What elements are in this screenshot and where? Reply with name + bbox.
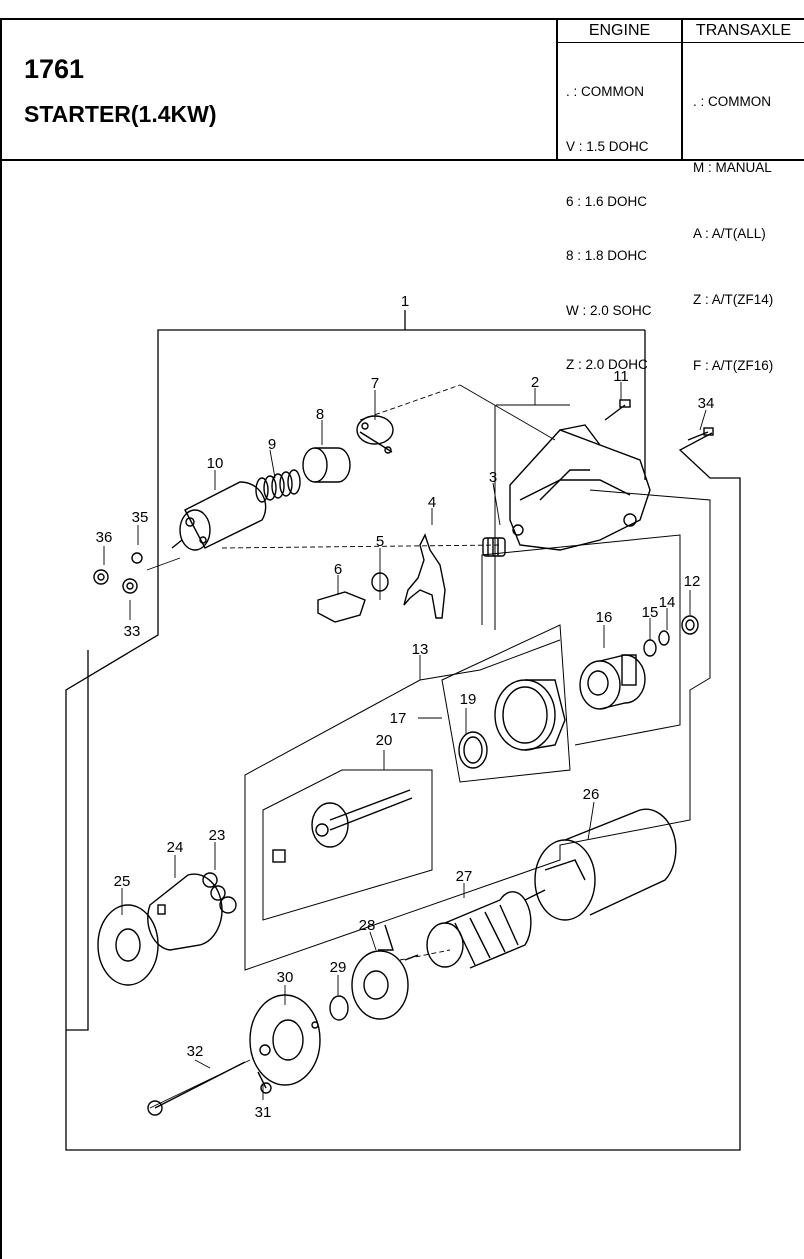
callout-20: 20 <box>376 732 393 749</box>
plate-7 <box>356 415 394 454</box>
callout-7: 7 <box>371 375 379 392</box>
callout-14: 14 <box>659 594 676 611</box>
clutch-16 <box>579 654 646 710</box>
callout-33: 33 <box>124 623 141 640</box>
callout-31: 31 <box>255 1104 272 1121</box>
lever-4 <box>403 533 446 619</box>
transaxle-option: Z : A/T(ZF14) <box>693 292 774 307</box>
engine-option: Z : 2.0 DOHC <box>566 357 648 373</box>
bolt-34 <box>687 427 714 441</box>
callout-28: 28 <box>359 917 376 934</box>
shaft-20 <box>272 789 413 863</box>
callout-numbers: 1 2 3 4 5 6 7 8 9 10 11 12 13 14 15 16 1… <box>96 293 715 1121</box>
callout-5: 5 <box>376 533 384 550</box>
callout-4: 4 <box>428 494 436 511</box>
callout-34: 34 <box>698 395 715 412</box>
callout-10: 10 <box>207 455 224 472</box>
callout-35: 35 <box>132 509 149 526</box>
engine-heading: ENGINE <box>588 22 651 39</box>
transaxle-column-border <box>681 18 683 161</box>
engine-column-border <box>556 18 558 161</box>
engine-option: 8 : 1.8 DOHC <box>566 248 648 264</box>
rings-14-15-12 <box>643 615 699 657</box>
callout-11: 11 <box>613 368 629 385</box>
callout-32: 32 <box>187 1043 204 1060</box>
planet-gears-23 <box>202 872 237 914</box>
callout-1: 1 <box>401 293 409 310</box>
callout-26: 26 <box>583 786 600 803</box>
callout-2: 2 <box>531 374 539 391</box>
callout-6: 6 <box>334 561 342 578</box>
holder-6 <box>317 591 366 623</box>
assembly-outline <box>65 310 741 1151</box>
callout-29: 29 <box>330 959 347 976</box>
nuts-33-35-36 <box>93 552 143 594</box>
callout-15: 15 <box>642 604 659 621</box>
callout-25: 25 <box>114 873 131 890</box>
sub-assembly-outlines <box>244 404 711 971</box>
column-header-rule <box>556 42 804 43</box>
transaxle-option: F : A/T(ZF16) <box>693 358 774 373</box>
end-frame-30 <box>249 994 321 1086</box>
engine-option: 6 : 1.6 DOHC <box>566 193 648 209</box>
page-title: STARTER(1.4KW) <box>24 101 217 127</box>
bolts-31-32 <box>147 1061 272 1116</box>
callout-24: 24 <box>167 839 184 856</box>
callout-16: 16 <box>596 609 613 626</box>
pinion-spring <box>482 537 506 557</box>
header-bottom-rule <box>0 159 804 161</box>
header-top-rule <box>0 18 804 20</box>
starter-parts <box>93 399 714 1116</box>
callout-17: 17 <box>390 710 407 727</box>
cover-25 <box>97 904 159 986</box>
callout-9: 9 <box>268 436 276 453</box>
gear-housing <box>509 424 651 551</box>
bolt-11 <box>604 399 631 421</box>
callout-27: 27 <box>456 868 473 885</box>
transaxle-option: . : COMMON <box>693 94 771 109</box>
catalog-code: 1761 <box>24 54 85 84</box>
transaxle-legend: . : COMMON M : MANUAL A : A/T(ALL) Z : A… <box>693 47 773 421</box>
transaxle-heading: TRANSAXLE <box>695 22 792 39</box>
callout-8: 8 <box>316 406 324 423</box>
callout-23: 23 <box>209 827 226 844</box>
callout-13: 13 <box>412 641 429 658</box>
callout-19: 19 <box>460 691 477 708</box>
gear-19-17 <box>458 679 566 769</box>
transaxle-option: M : MANUAL <box>693 160 772 175</box>
yoke-26 <box>534 808 677 921</box>
ring-24 <box>147 873 223 951</box>
washer-5 <box>371 572 389 592</box>
transaxle-option: A : A/T(ALL) <box>693 226 766 241</box>
callout-30: 30 <box>277 969 294 986</box>
engine-option: V : 1.5 DOHC <box>566 139 649 155</box>
plunger-8 <box>302 447 351 483</box>
armature-27 <box>404 889 546 969</box>
solenoid-10 <box>171 481 267 551</box>
callout-12: 12 <box>684 573 701 590</box>
brush-holder-28-29 <box>329 924 409 1021</box>
engine-legend: . : COMMON V : 1.5 DOHC 6 : 1.6 DOHC 8 :… <box>566 47 652 411</box>
starter-exploded-diagram: 1 2 3 4 5 6 7 8 9 10 11 12 13 14 15 16 1… <box>65 293 741 1151</box>
engine-option: W : 2.0 SOHC <box>566 302 652 318</box>
callout-3: 3 <box>489 469 497 486</box>
spring-9 <box>255 469 301 503</box>
callout-36: 36 <box>96 529 113 546</box>
page-left-border <box>0 18 2 1259</box>
engine-option: . : COMMON <box>566 84 644 100</box>
